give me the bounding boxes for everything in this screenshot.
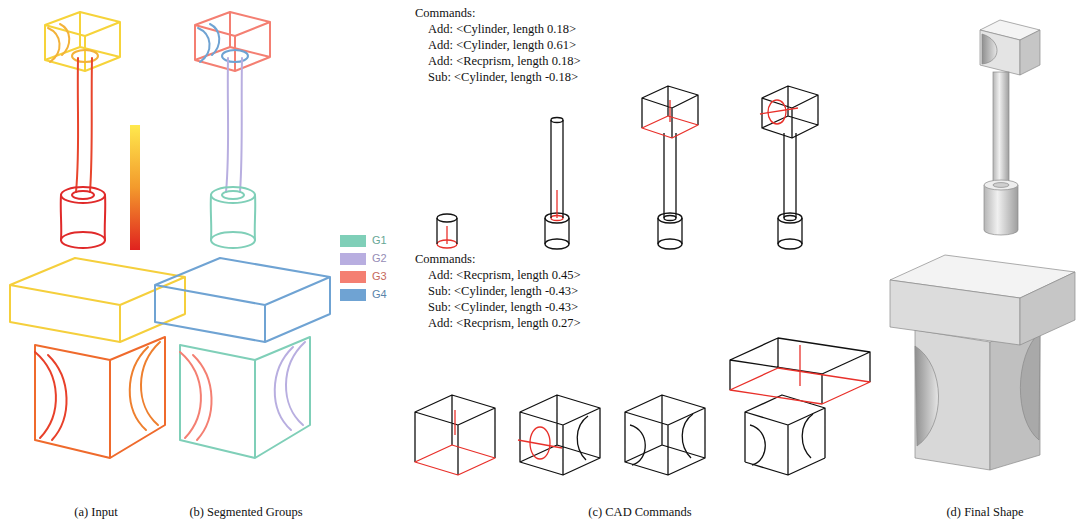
cad-steps-part [669, 100, 670, 122]
cad-steps-part [437, 218, 457, 244]
legend-row: G2 [340, 252, 387, 265]
final-render-part [990, 325, 1040, 470]
cad-steps-part [658, 213, 682, 223]
legend-swatch [340, 289, 366, 301]
cad-steps-part [577, 416, 588, 460]
legend-text: G3 [372, 270, 387, 283]
input-sketch-part [10, 258, 185, 458]
cad-steps-part [625, 395, 705, 475]
final-render-part [980, 30, 1020, 75]
legend-swatch [340, 271, 366, 283]
cad-steps-part [730, 338, 870, 404]
cad-steps-part [551, 120, 563, 218]
cad-steps-part [630, 414, 693, 465]
final-render-part [1020, 30, 1040, 75]
final-render-part [890, 280, 1020, 345]
cad-command: Add: <Cylinder, length 0.18> [428, 22, 576, 37]
cad-steps-part [518, 440, 562, 448]
legend-swatch [340, 235, 366, 247]
cad-steps-part [664, 216, 676, 221]
cad-steps-part [415, 395, 495, 475]
panel-caption: (a) Input [74, 505, 117, 520]
input-sketch [10, 12, 185, 458]
cad-steps-part [545, 239, 569, 249]
final-render-part [984, 180, 1018, 190]
final-render-part [993, 72, 1009, 185]
cad-command: Sub: <Cylinder, length -0.18> [428, 70, 578, 85]
legend-swatch [340, 253, 366, 265]
cad-steps-part [784, 133, 796, 218]
final-render-part [1020, 272, 1075, 345]
cad-steps-part [760, 108, 798, 114]
cad-steps-part [437, 214, 457, 222]
segmented-sketch [155, 12, 330, 458]
cad-steps-part [642, 86, 698, 138]
cad-command: Add: <Recprism, length 0.27> [428, 316, 581, 331]
cad-steps-part [658, 218, 682, 244]
cad-steps-part [446, 226, 447, 244]
legend-row: G4 [340, 288, 387, 301]
legend-text: G1 [372, 234, 387, 247]
legend-text: G2 [372, 252, 387, 265]
commands-heading: Commands: [415, 6, 475, 21]
cad-steps-part [784, 216, 796, 221]
segmented-sketch-part [195, 12, 270, 248]
cad-steps-part [658, 239, 682, 249]
cad-steps-part [750, 414, 813, 465]
cad-steps-part [664, 133, 676, 218]
cad-steps [415, 86, 870, 475]
cad-steps-part [545, 218, 569, 244]
cad-steps-part [799, 345, 800, 386]
panel-caption: (c) CAD Commands [588, 505, 691, 520]
cad-steps-part [415, 445, 495, 475]
cad-steps-part [778, 218, 802, 244]
legend-row: G3 [340, 270, 387, 283]
final-render-part [915, 346, 939, 446]
legend-row: G1 [340, 234, 387, 247]
panel-caption: (d) Final Shape [946, 505, 1023, 520]
cad-steps-part [454, 410, 455, 435]
commands-heading: Commands: [415, 252, 475, 267]
final-render-part [982, 34, 997, 64]
final-render-part [1020, 332, 1040, 440]
color-bar [130, 125, 140, 250]
final-render-part [984, 185, 1018, 235]
cad-command: Sub: <Cylinder, length -0.43> [428, 284, 578, 299]
cad-steps-part [551, 118, 563, 123]
input-sketch-part [45, 12, 120, 248]
cad-command: Add: <Recprism, length 0.18> [428, 54, 581, 69]
cad-steps-part [778, 213, 802, 223]
legend-text: G4 [372, 288, 387, 301]
final-render-part [915, 330, 990, 470]
cad-command: Add: <Cylinder, length 0.61> [428, 38, 576, 53]
panel-caption: (b) Segmented Groups [189, 505, 302, 520]
cad-steps-part [556, 190, 557, 218]
cad-steps-part [745, 395, 825, 475]
cad-steps-part [520, 395, 600, 475]
cad-command: Add: <Recprism, length 0.45> [428, 268, 581, 283]
cad-command: Sub: <Cylinder, length -0.43> [428, 300, 578, 315]
segmented-sketch-part [155, 258, 330, 458]
cad-steps-part [778, 239, 802, 249]
final-render-part [993, 183, 1009, 188]
final-render [890, 20, 1075, 470]
